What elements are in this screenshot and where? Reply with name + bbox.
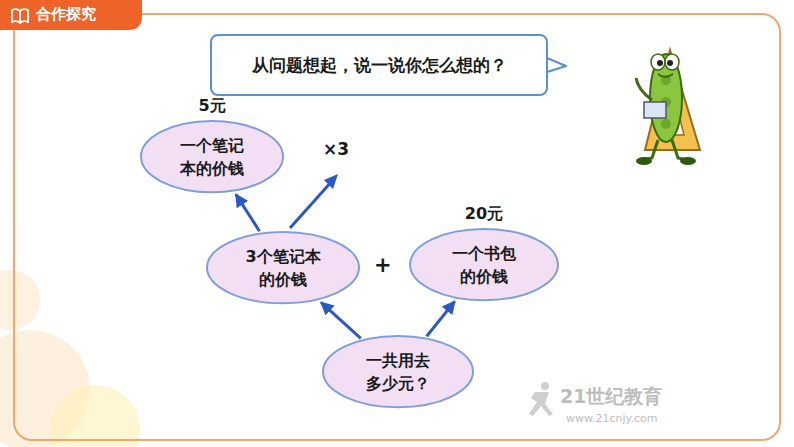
node-text: 一共用去 多少元？ — [351, 349, 445, 395]
node-text: 一个笔记 本的价钱 — [167, 134, 256, 180]
watermark: www.21cnjy.com — [566, 412, 657, 425]
node-text: 3个笔记本 的价钱 — [235, 245, 330, 291]
oval-outline — [322, 335, 474, 408]
oval-outline — [140, 120, 284, 193]
oval-outline — [206, 231, 360, 304]
operation-label: + — [374, 253, 392, 277]
price-label: 20元 — [409, 202, 559, 225]
speech-bubble: 从问题想起，说一说你怎么想的？ — [210, 34, 548, 95]
quantity-oval: 一个笔记 本的价钱5元 — [140, 120, 284, 193]
arrow-connector — [321, 302, 361, 338]
price-label: 5元 — [140, 94, 284, 117]
quantity-oval: 一个书包 的价钱20元 — [409, 228, 559, 301]
oval-outline — [409, 228, 559, 301]
node-text: 从问题想起，说一说你怎么想的？ — [252, 53, 507, 78]
watermark: 21世纪教育 — [560, 384, 662, 410]
operation-label: ×3 — [323, 139, 349, 159]
node-text: 一个书包 的价钱 — [438, 242, 531, 288]
quantity-oval: 3个笔记本 的价钱 — [206, 231, 360, 304]
arrow-connector — [236, 194, 260, 231]
question-oval: 一共用去 多少元？ — [322, 335, 474, 408]
arrow-connector — [427, 301, 455, 336]
section-title: 合作探究 — [36, 5, 96, 24]
